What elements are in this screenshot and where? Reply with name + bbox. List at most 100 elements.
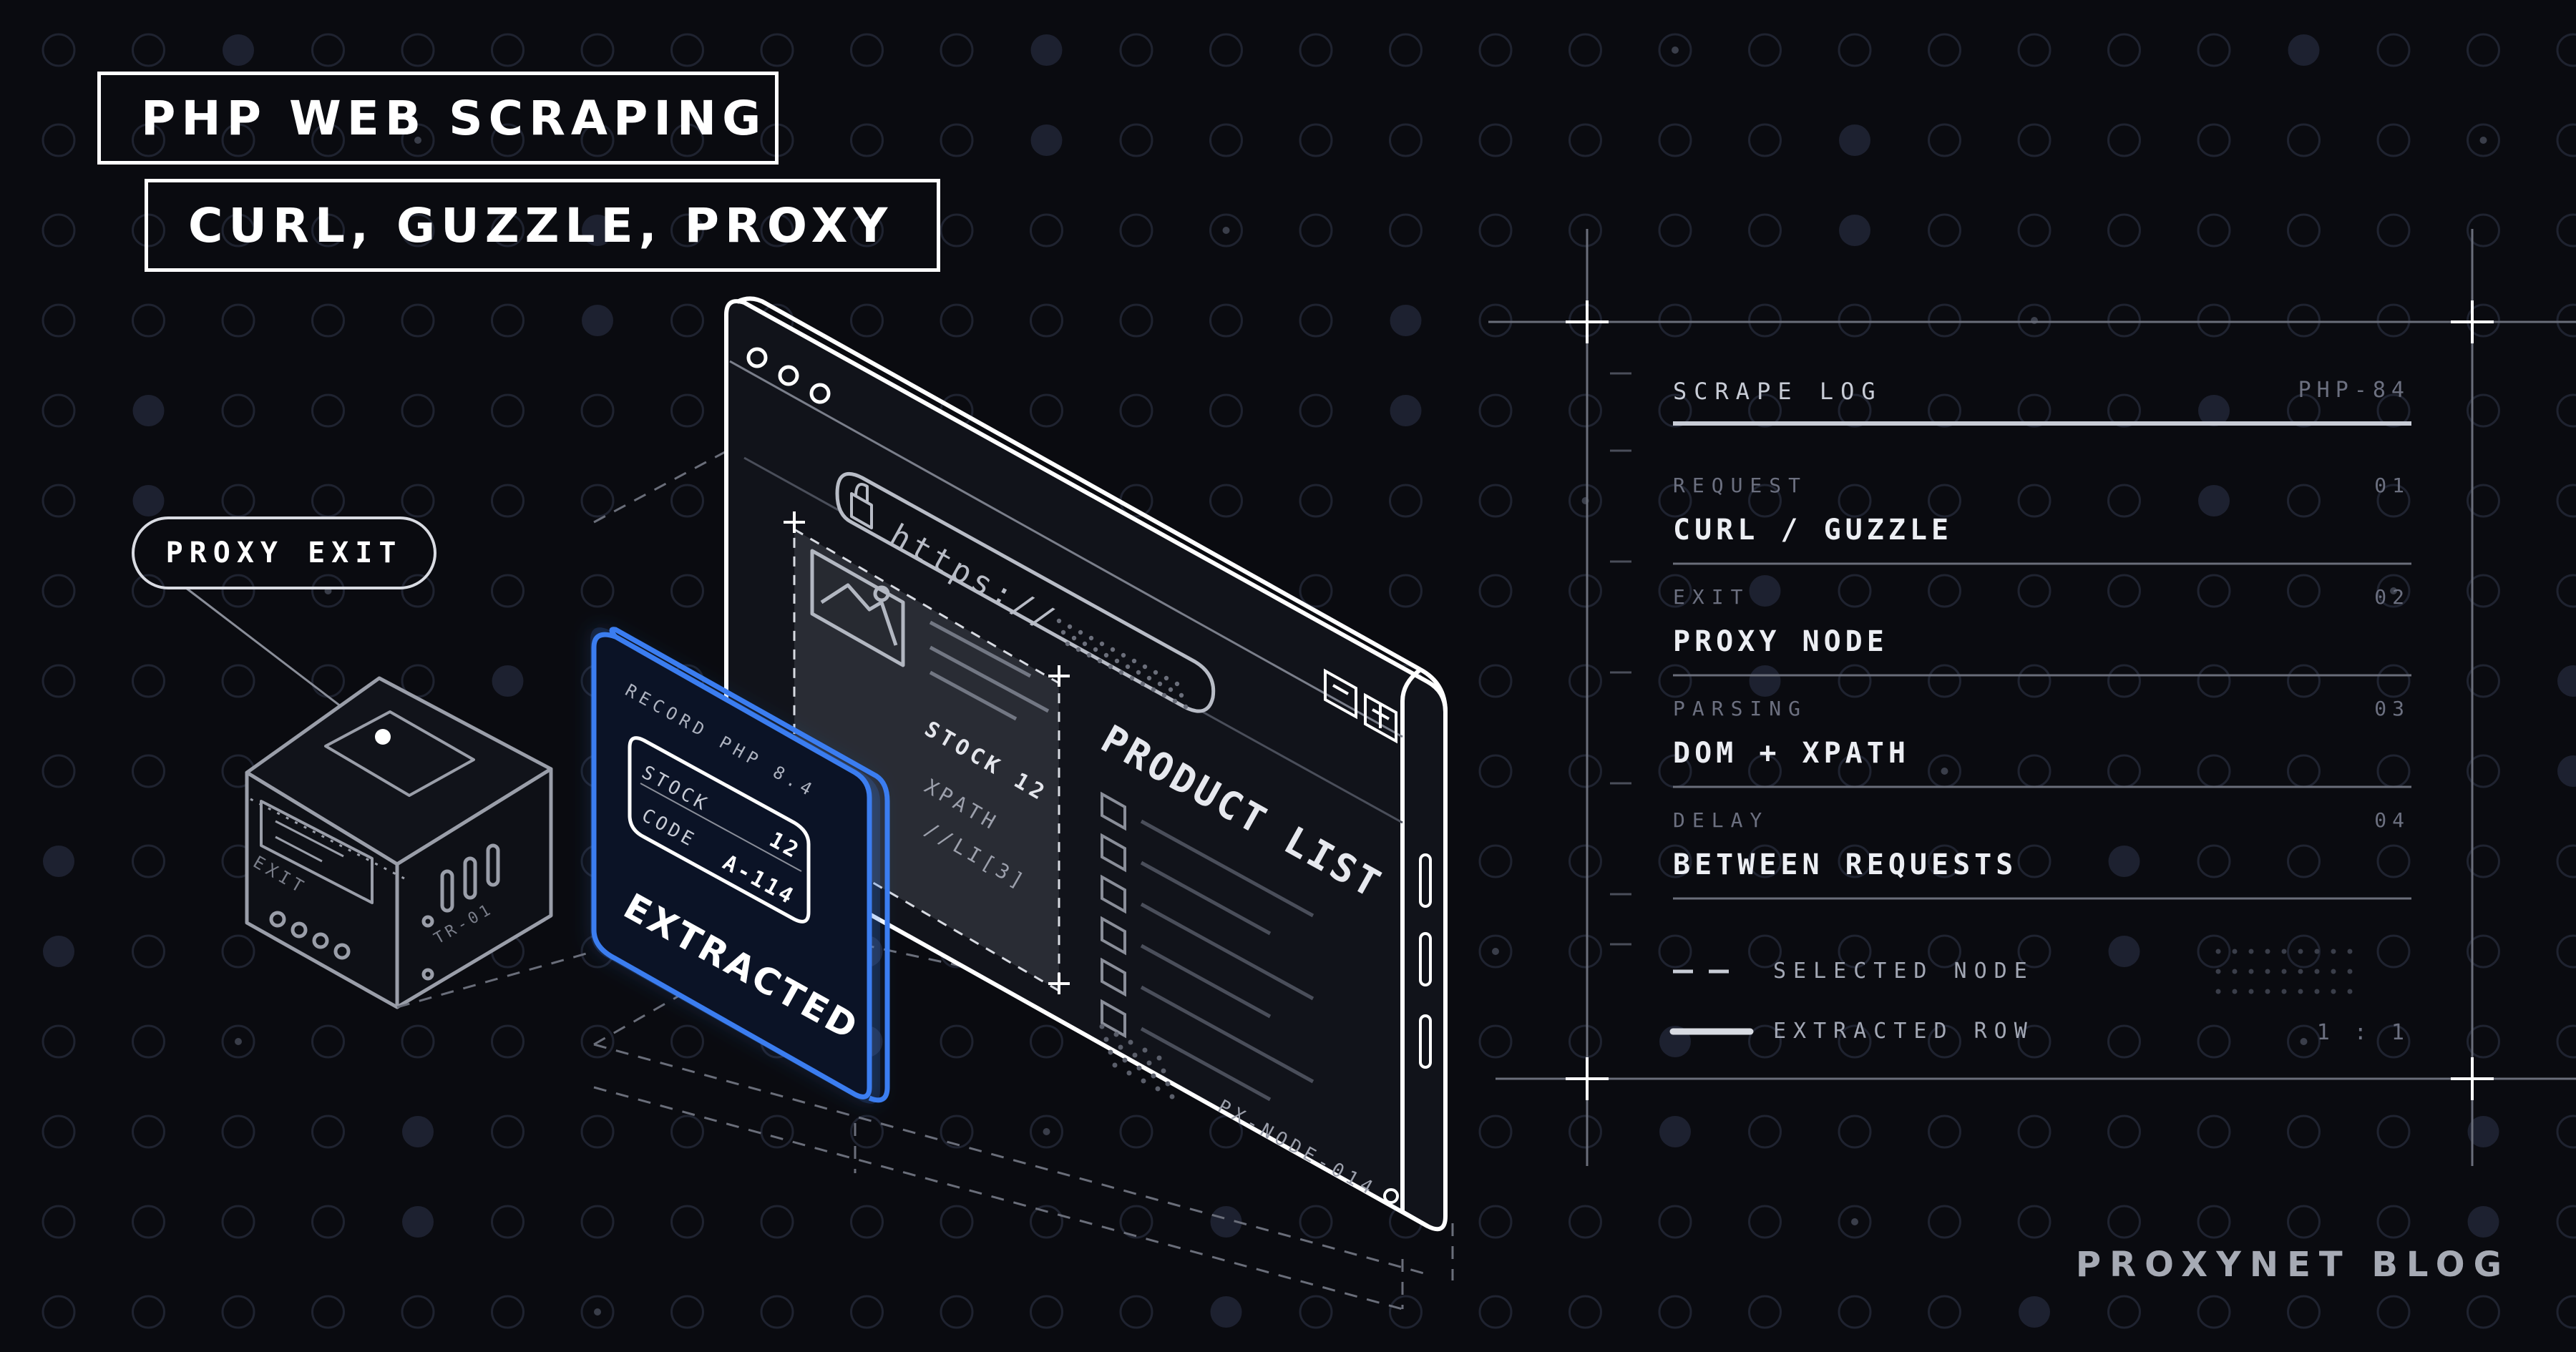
panel-dot	[2232, 989, 2238, 994]
grid-dot	[1748, 213, 1782, 248]
address-bar-dot	[1179, 692, 1184, 698]
address-bar-dot	[1125, 664, 1131, 670]
grid-dot	[2197, 1024, 2231, 1059]
window-control-buttons	[1324, 668, 1432, 1204]
grid-dot	[1478, 1024, 1513, 1059]
grid-dot	[2017, 213, 2051, 248]
grid-dot	[1030, 1295, 1063, 1329]
grid-dot	[221, 574, 255, 608]
corner-dot	[1128, 1039, 1133, 1045]
grid-dot	[2017, 123, 2051, 157]
grid-dot	[491, 303, 525, 338]
grid-dot	[1030, 1205, 1063, 1239]
grid-dot	[760, 1205, 794, 1239]
grid-dot	[1299, 213, 1333, 248]
grid-dot	[1748, 123, 1782, 157]
grid-dot	[1568, 393, 1602, 428]
grid-dot	[1478, 754, 1513, 788]
grid-dot	[1658, 33, 1692, 67]
grid-dot	[1838, 33, 1872, 67]
grid-dot	[1119, 123, 1153, 157]
grid-dot	[1568, 664, 1602, 698]
address-bar-dot	[1067, 624, 1073, 630]
grid-dot	[2556, 574, 2576, 608]
address-bar-dot	[1099, 641, 1105, 647]
grid-dot	[2287, 1295, 2321, 1329]
panel-dot	[2347, 989, 2353, 994]
grid-dot	[1478, 123, 1513, 157]
grid-dot	[1209, 213, 1243, 248]
grid-dot	[2017, 393, 2051, 428]
grid-dot	[1838, 1115, 1872, 1149]
grid-dot	[1119, 303, 1153, 338]
panel-dot	[2248, 949, 2254, 954]
grid-dot	[2287, 754, 2321, 788]
grid-dot	[2376, 754, 2411, 788]
grid-dot	[2197, 1205, 2231, 1239]
grid-dot	[1568, 934, 1602, 969]
grid-dot	[2017, 33, 2051, 67]
grid-dot	[1478, 393, 1513, 428]
grid-dot	[491, 1205, 525, 1239]
grid-dot	[670, 1024, 704, 1059]
grid-dot	[221, 934, 255, 969]
corner-dot	[1165, 1081, 1171, 1087]
proxy-exit-cube	[245, 676, 553, 1009]
grid-dot	[1209, 484, 1243, 518]
corner-dot	[1142, 1047, 1148, 1053]
grid-dot	[42, 33, 76, 67]
grid-dot	[1478, 1115, 1513, 1149]
panel-dot	[2298, 989, 2303, 994]
grid-dot	[1299, 123, 1333, 157]
address-bar-dot	[1108, 664, 1113, 670]
grid-dot	[2376, 213, 2411, 248]
grid-dot	[850, 123, 884, 157]
grid-dot	[580, 574, 615, 608]
scrape-log-title: SCRAPE LOG	[1673, 378, 1883, 405]
grid-dot	[491, 1115, 525, 1149]
panel-dot	[2215, 969, 2221, 974]
grid-dot	[1389, 1295, 1423, 1329]
grid-dot	[2376, 484, 2411, 518]
grid-dot	[1209, 123, 1243, 157]
grid-dot	[1928, 213, 1961, 248]
grid-dot	[1928, 1024, 1961, 1059]
grid-dot-filled	[1659, 1116, 1691, 1147]
address-bar-dot	[1129, 675, 1135, 681]
address-bar-dot	[1151, 687, 1156, 692]
grid-dot	[132, 934, 165, 969]
scrape-log-ref: PHP-84	[2298, 378, 2410, 403]
grid-dot	[311, 1024, 345, 1059]
grid-dot	[2107, 484, 2141, 518]
list-row-line	[1140, 861, 1272, 936]
grid-dot	[1209, 33, 1243, 67]
grid-dot	[1658, 844, 1692, 878]
grid-dot	[1928, 574, 1961, 608]
grid-dot	[132, 1024, 165, 1059]
grid-dot	[850, 213, 884, 248]
corner-dot	[1112, 1062, 1118, 1068]
grid-dot	[2017, 754, 2051, 788]
grid-dot	[311, 33, 345, 67]
grid-dot	[42, 574, 76, 608]
grid-dot	[670, 33, 704, 67]
grid-dot	[311, 574, 345, 608]
title-line-1: PHP WEB SCRAPING	[97, 72, 779, 165]
grid-dot	[311, 484, 345, 518]
grid-dot	[2467, 844, 2500, 878]
grid-dot-center	[594, 1308, 601, 1316]
grid-dot	[670, 123, 704, 157]
grid-dot	[311, 664, 345, 698]
scrape-log-frame	[1488, 229, 2576, 1166]
grid-dot	[1119, 1115, 1153, 1149]
grid-dot	[42, 1024, 76, 1059]
grid-dot	[2107, 664, 2141, 698]
grid-dot	[2107, 754, 2141, 788]
grid-dot	[311, 303, 345, 338]
address-bar-dot	[1093, 647, 1098, 652]
address-bar-dot	[1088, 635, 1094, 641]
grid-dot	[2467, 1295, 2500, 1329]
grid-dot	[1119, 1295, 1153, 1329]
grid-dot	[1838, 1024, 1872, 1059]
